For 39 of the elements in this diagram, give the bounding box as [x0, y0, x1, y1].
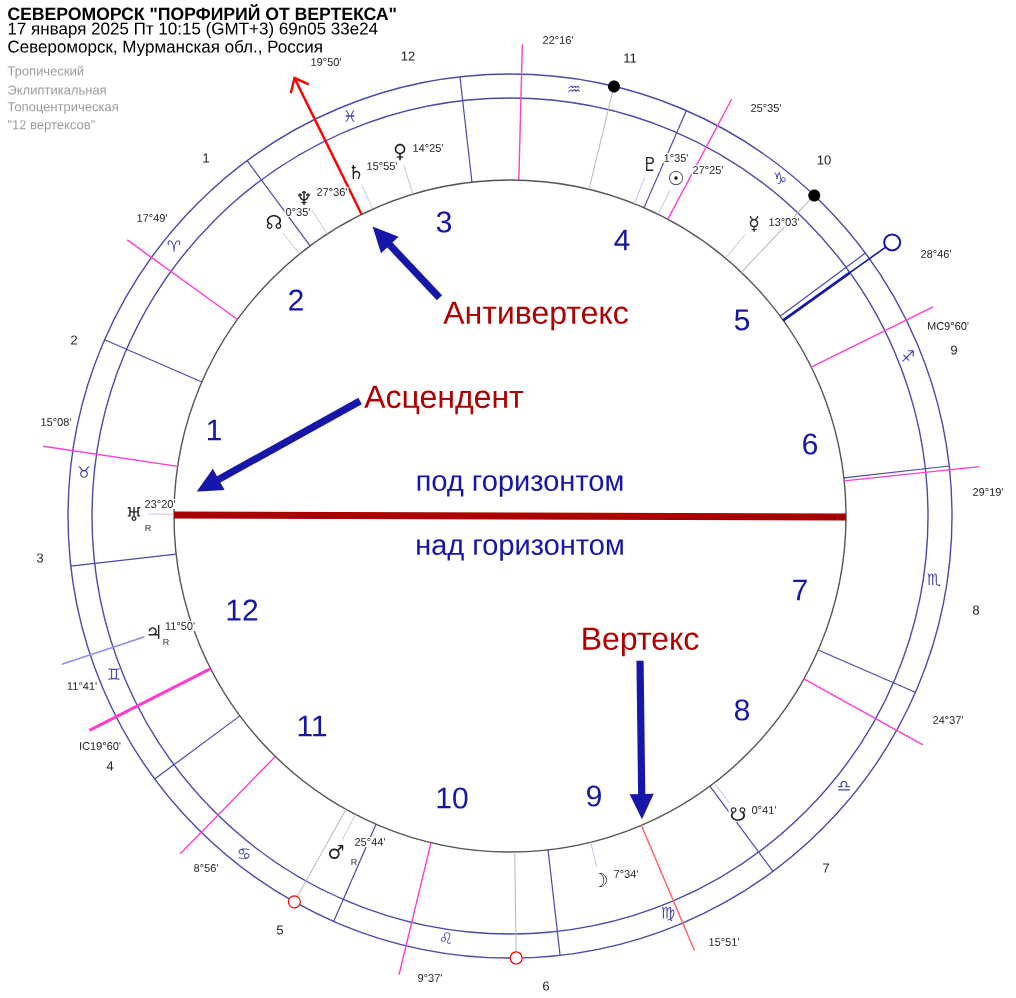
annotation-text: Вертекс: [583, 627, 699, 657]
zodiac-sign: ♏: [927, 573, 941, 587]
zodiac-sign: ♉: [78, 466, 90, 478]
zodiac-sign: ♌: [441, 932, 451, 944]
house-number: 5: [734, 309, 750, 331]
zodiac-sign: ♋: [238, 848, 250, 859]
house-number: 11: [298, 715, 327, 737]
house-number: 8: [735, 699, 750, 721]
annotation-text: Антивертекс: [443, 301, 628, 331]
house-number: 3: [436, 211, 452, 233]
house-number: 10: [437, 787, 468, 809]
header-text: 17 января 2025 Пт 10:15 (GMT+3) 69n05 33e24: [8, 22, 378, 38]
title: СЕВЕРОМОРСК "ПОРФИРИЙ ОТ ВЕРТЕКСА": [8, 4, 396, 21]
zodiac-sign: ♍: [661, 906, 675, 922]
zodiac-sign: ♎: [838, 780, 850, 791]
house-number: 1: [207, 419, 221, 441]
house-number: 9: [587, 785, 601, 807]
annotation-text: Асцендент: [364, 385, 524, 415]
planet-symbol: ♄: [346, 164, 366, 180]
planet-symbol: ☿: [747, 215, 761, 233]
zodiac-sign: ♐: [902, 350, 914, 362]
planet-symbol: ☊: [264, 214, 284, 230]
planet-symbol: ♆: [294, 190, 314, 206]
horizon-caption: под горизонтом: [417, 475, 623, 497]
horizon-caption: над горизонтом: [417, 539, 623, 561]
header-text: Североморск, Мурманская обл., Россия: [8, 40, 322, 56]
zodiac-sign: ♈: [167, 240, 181, 252]
zodiac-sign: ♒: [568, 85, 580, 93]
zodiac-sign: ♑: [774, 172, 786, 184]
planet-symbol: ♀: [392, 142, 408, 162]
house-number: 6: [803, 433, 818, 455]
planet-symbol: ☽: [590, 872, 610, 888]
house-number: 2: [289, 289, 303, 311]
zodiac-sign: ♓: [345, 110, 355, 122]
house-number: 7: [793, 579, 807, 601]
house-number: 4: [614, 229, 630, 251]
zodiac-sign: ♊: [108, 668, 120, 680]
house-number: 12: [227, 599, 258, 621]
planet-symbol: ♅: [124, 506, 144, 522]
